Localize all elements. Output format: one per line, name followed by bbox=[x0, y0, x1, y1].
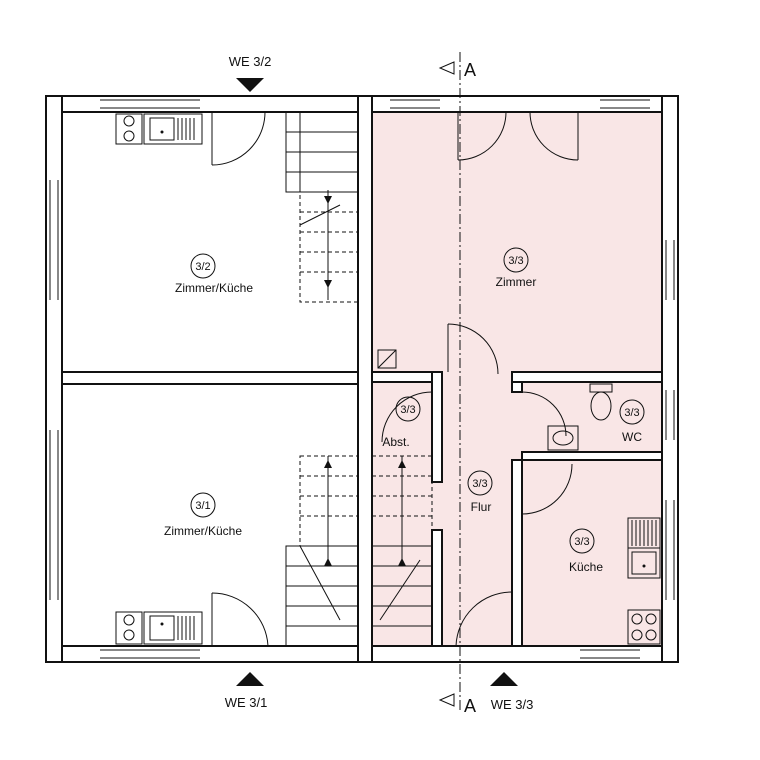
unit-id-flur: 3/3 bbox=[472, 478, 487, 490]
entrance-label-top: WE 3/2 bbox=[229, 54, 272, 69]
unit-badge bbox=[569, 528, 595, 554]
unit-id-3-1: 3/1 bbox=[195, 500, 210, 512]
section-label-bottom: A bbox=[464, 696, 476, 716]
kitchen-3-1-fixtures bbox=[115, 611, 203, 645]
unit-badge bbox=[503, 247, 529, 273]
unit-id-abst: 3/3 bbox=[400, 404, 415, 416]
shaft-icon bbox=[377, 349, 397, 369]
entrance-arrow-top bbox=[236, 78, 264, 92]
windows bbox=[49, 99, 675, 659]
room-name-wc: WC bbox=[622, 430, 642, 444]
kitchen-3-2-fixtures bbox=[115, 113, 203, 145]
section-label-top: A bbox=[464, 60, 476, 80]
unit-badge bbox=[190, 492, 216, 518]
kitchen-3-3-fixtures bbox=[627, 517, 661, 645]
section-line bbox=[438, 52, 461, 712]
wc-fixtures bbox=[547, 383, 613, 451]
stairs-right bbox=[371, 455, 433, 647]
stairs-left bbox=[285, 111, 359, 647]
unit-badge bbox=[190, 253, 216, 279]
unit-badge bbox=[619, 399, 645, 425]
unit-id-kueche: 3/3 bbox=[574, 536, 589, 548]
room-name-flur: Flur bbox=[471, 500, 492, 514]
entrance-label-bottom-left: WE 3/1 bbox=[225, 695, 268, 710]
entrance-arrow-bottom-right bbox=[490, 672, 518, 686]
unit-badge bbox=[467, 470, 493, 496]
interior-walls bbox=[61, 95, 663, 663]
unit-id-wc: 3/3 bbox=[624, 407, 639, 419]
unit-badge bbox=[395, 396, 421, 422]
room-name-zimmer: Zimmer bbox=[496, 275, 537, 289]
entrance-arrow-bottom-left bbox=[236, 672, 264, 686]
entrance-label-bottom-right: WE 3/3 bbox=[491, 697, 534, 712]
unit-id-3-2: 3/2 bbox=[195, 261, 210, 273]
room-name-3-1: Zimmer/Küche bbox=[164, 524, 242, 538]
room-name-3-2: Zimmer/Küche bbox=[175, 281, 253, 295]
room-name-abst: Abst. bbox=[382, 435, 409, 449]
unit-id-zimmer: 3/3 bbox=[508, 255, 523, 267]
room-name-kueche: Küche bbox=[569, 560, 603, 574]
